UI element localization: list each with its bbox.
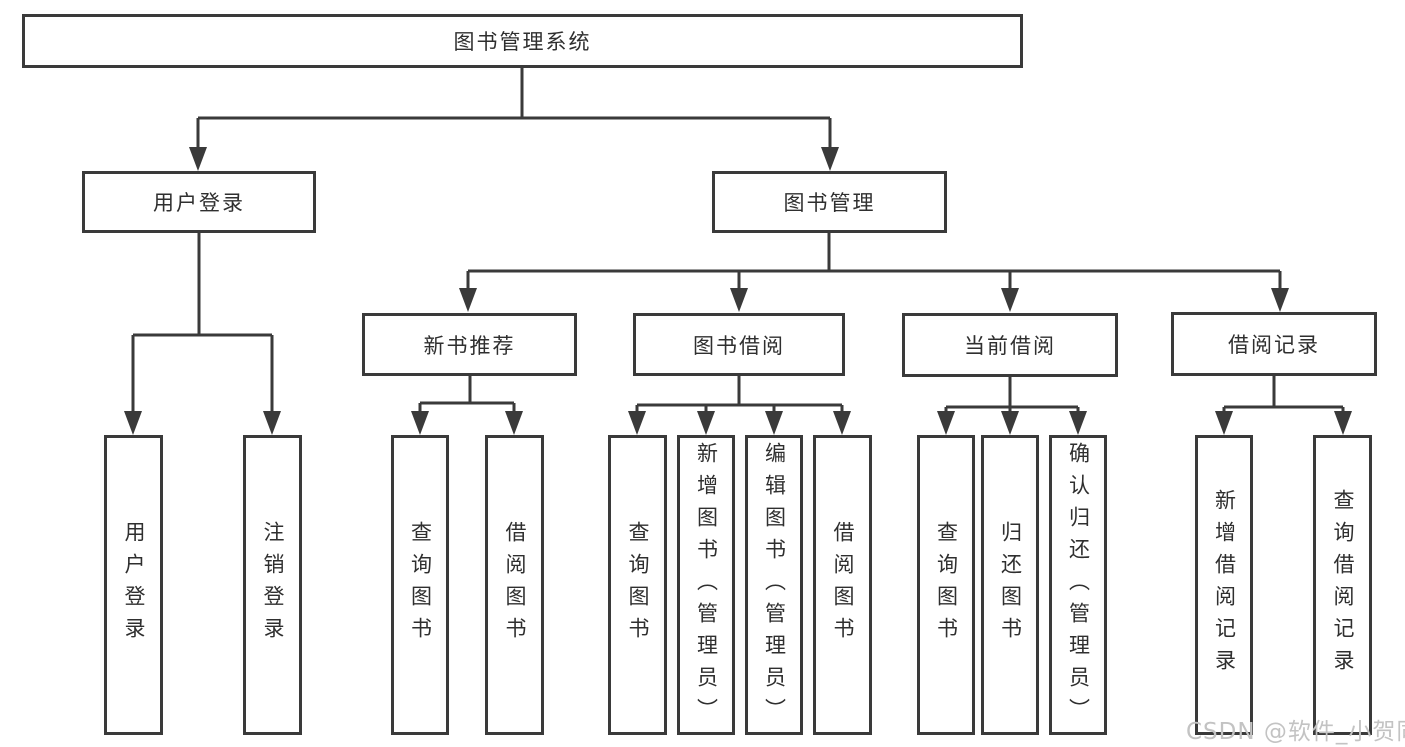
leaf-newbook-query: 查询图书 bbox=[391, 435, 449, 735]
csdn-watermark: CSDN @软件_小贺同学 bbox=[1186, 719, 1405, 745]
leaf-user-login: 用户登录 bbox=[104, 435, 163, 735]
connector-lines bbox=[131, 68, 1345, 414]
node-user-login: 用户登录 bbox=[82, 171, 316, 233]
leaf-borrow-add-admin: 新增图书（管理员） bbox=[677, 435, 735, 735]
arrowhead bbox=[1069, 411, 1087, 435]
leaf-record-query: 查询借阅记录 bbox=[1313, 435, 1372, 735]
leaf-borrow-query: 查询图书 bbox=[608, 435, 667, 735]
arrowhead bbox=[821, 147, 839, 171]
arrowheads bbox=[124, 147, 1352, 435]
node-book-management: 图书管理 bbox=[712, 171, 947, 233]
leaf-logout: 注销登录 bbox=[243, 435, 302, 735]
arrowhead bbox=[730, 288, 748, 312]
leaf-borrow-edit-admin: 编辑图书（管理员） bbox=[745, 435, 803, 735]
arrowhead bbox=[505, 411, 523, 435]
leaf-record-add: 新增借阅记录 bbox=[1195, 435, 1253, 735]
node-book-borrowing: 图书借阅 bbox=[633, 313, 845, 376]
arrowhead bbox=[1334, 411, 1352, 435]
leaf-current-return: 归还图书 bbox=[981, 435, 1039, 735]
node-current-borrowing: 当前借阅 bbox=[902, 313, 1118, 377]
arrowhead bbox=[1271, 288, 1289, 312]
node-borrowing-records: 借阅记录 bbox=[1171, 312, 1377, 376]
arrowhead bbox=[459, 288, 477, 312]
leaf-borrow-book: 借阅图书 bbox=[813, 435, 872, 735]
leaf-current-query: 查询图书 bbox=[917, 435, 975, 735]
arrowhead bbox=[263, 411, 281, 435]
arrowhead bbox=[697, 411, 715, 435]
arrowhead bbox=[411, 411, 429, 435]
node-root-system: 图书管理系统 bbox=[22, 14, 1023, 68]
arrowhead bbox=[628, 411, 646, 435]
arrowhead bbox=[1001, 288, 1019, 312]
arrowhead bbox=[833, 411, 851, 435]
arrowhead bbox=[124, 411, 142, 435]
leaf-current-confirm-return-admin: 确认归还（管理员） bbox=[1049, 435, 1107, 735]
leaf-newbook-borrow: 借阅图书 bbox=[485, 435, 544, 735]
arrowhead bbox=[189, 147, 207, 171]
arrowhead bbox=[1215, 411, 1233, 435]
arrowhead bbox=[937, 411, 955, 435]
node-new-book-recommend: 新书推荐 bbox=[362, 313, 577, 376]
arrowhead bbox=[1001, 411, 1019, 435]
arrowhead bbox=[765, 411, 783, 435]
